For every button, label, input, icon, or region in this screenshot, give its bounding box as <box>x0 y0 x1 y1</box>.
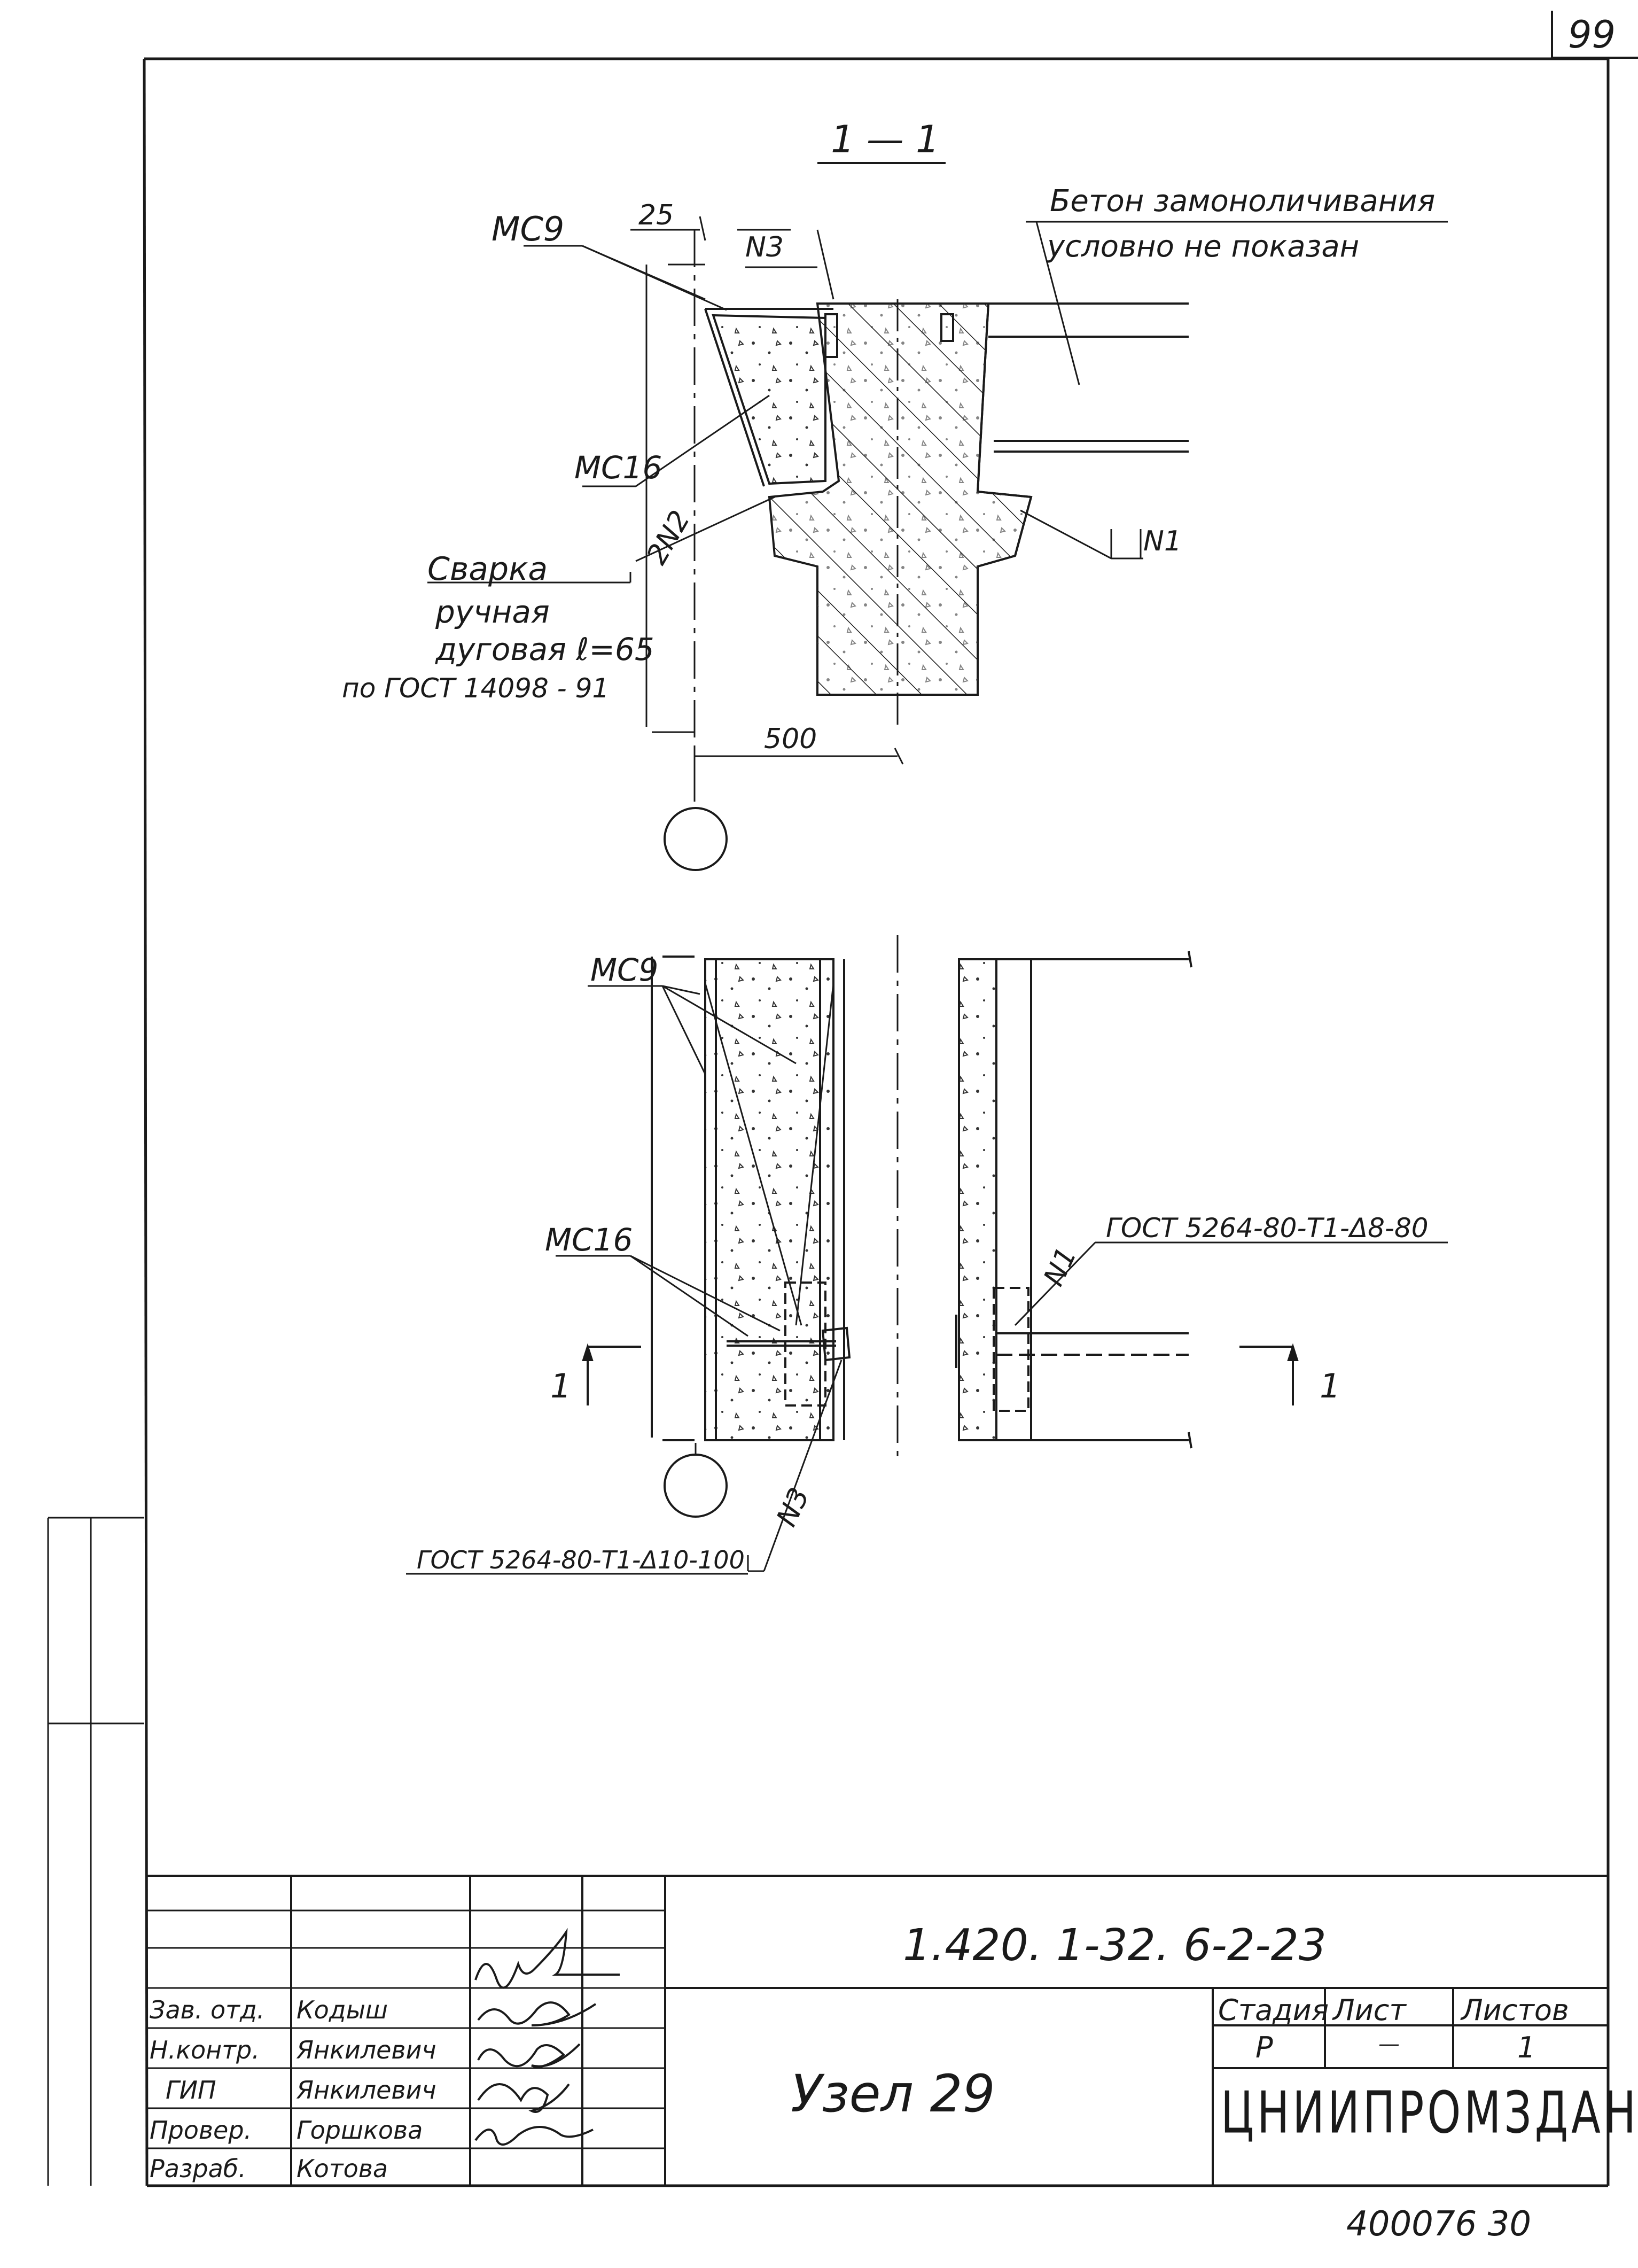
name-1: Кодыш <box>297 1995 388 2024</box>
label-mc9-section: МС9 <box>492 209 564 248</box>
weld-note-line-4: по ГОСТ 14098 - 91 <box>342 673 609 704</box>
weld-note-line-2: ручная <box>435 594 550 630</box>
note-line-2: условно не показан <box>1046 229 1359 264</box>
name-4: Горшкова <box>297 2116 423 2145</box>
gost-note-n1: ГОСТ 5264-80-Т1-Δ8-80 <box>1106 1213 1429 1244</box>
label-n3-plan: N3 <box>770 1483 816 1532</box>
cut-marker-right <box>1239 1343 1299 1405</box>
role-2: Н.контр. <box>150 2036 260 2064</box>
label-n3-section: N3 <box>745 231 784 263</box>
title-block <box>47 1517 1608 2186</box>
name-5: Котова <box>297 2154 388 2183</box>
stage-value: Р <box>1255 2031 1273 2064</box>
label-mc9-plan: МС9 <box>590 952 658 988</box>
axis-marker-circle-plan <box>664 1454 728 1518</box>
stage-header: Стадия <box>1218 1993 1329 2027</box>
sheets-header: Листов <box>1461 1993 1569 2027</box>
name-3: Янкилевич <box>297 2076 436 2104</box>
leader-lines-plan <box>406 985 1448 1575</box>
gost-note-n3: ГОСТ 5264-80-Т1-Δ10-100 <box>417 1545 745 1574</box>
note-line-1: Бетон замоноличивания <box>1050 184 1435 219</box>
sheet-header: Лист <box>1333 1993 1406 2027</box>
sheet-frame <box>143 11 1638 2187</box>
page-number: 99 <box>1568 13 1616 57</box>
embedded-part-mc16-section <box>704 308 954 487</box>
label-n1-section: N1 <box>1143 525 1182 557</box>
role-5: Разраб. <box>150 2154 246 2183</box>
section-1-1: 1 — 1 Бетон замоноличивания условно не п… <box>342 118 1448 871</box>
name-2: Янкилевич <box>297 2036 436 2064</box>
archive-number: 400076 30 <box>1346 2204 1532 2244</box>
signatures <box>474 1928 620 2146</box>
weld-note-line-3: дуговая ℓ=65 <box>435 631 654 667</box>
plan-structure <box>651 935 1192 1464</box>
label-n1-plan: N1 <box>1038 1242 1083 1291</box>
dim-25: 25 <box>638 199 674 231</box>
dimension-lines-section <box>630 216 904 802</box>
role-4: Провер. <box>150 2116 252 2145</box>
drawing-title: Узел 29 <box>791 2064 995 2124</box>
cut-label-right: 1 <box>1320 1366 1340 1405</box>
weld-note-line-1: Сварка <box>427 550 548 588</box>
column-section <box>768 299 1033 727</box>
sheet-value: — <box>1378 2032 1400 2056</box>
role-1: Зав. отд. <box>150 1995 265 2024</box>
label-mc16-plan: МС16 <box>545 1222 633 1258</box>
axis-marker-circle <box>664 807 728 871</box>
cut-label-left: 1 <box>550 1366 571 1405</box>
role-3: ГИП <box>166 2076 216 2104</box>
organization-name: ЦНИИПРОМЗДАНИЙ <box>1221 2079 1638 2147</box>
dim-500: 500 <box>764 723 817 755</box>
document-code: 1.420. 1-32. 6-2-23 <box>903 1920 1327 1971</box>
leader-lines-section <box>427 221 1448 584</box>
label-mc16-section: МС16 <box>574 449 662 486</box>
cut-marker-left <box>582 1343 641 1405</box>
section-title: 1 — 1 <box>831 118 940 161</box>
sheets-value: 1 <box>1517 2031 1536 2064</box>
plan-view: МС9 МС16 N1 ГОСТ 5264-80-Т1-Δ8-80 N3 ГОС… <box>406 935 1448 1575</box>
